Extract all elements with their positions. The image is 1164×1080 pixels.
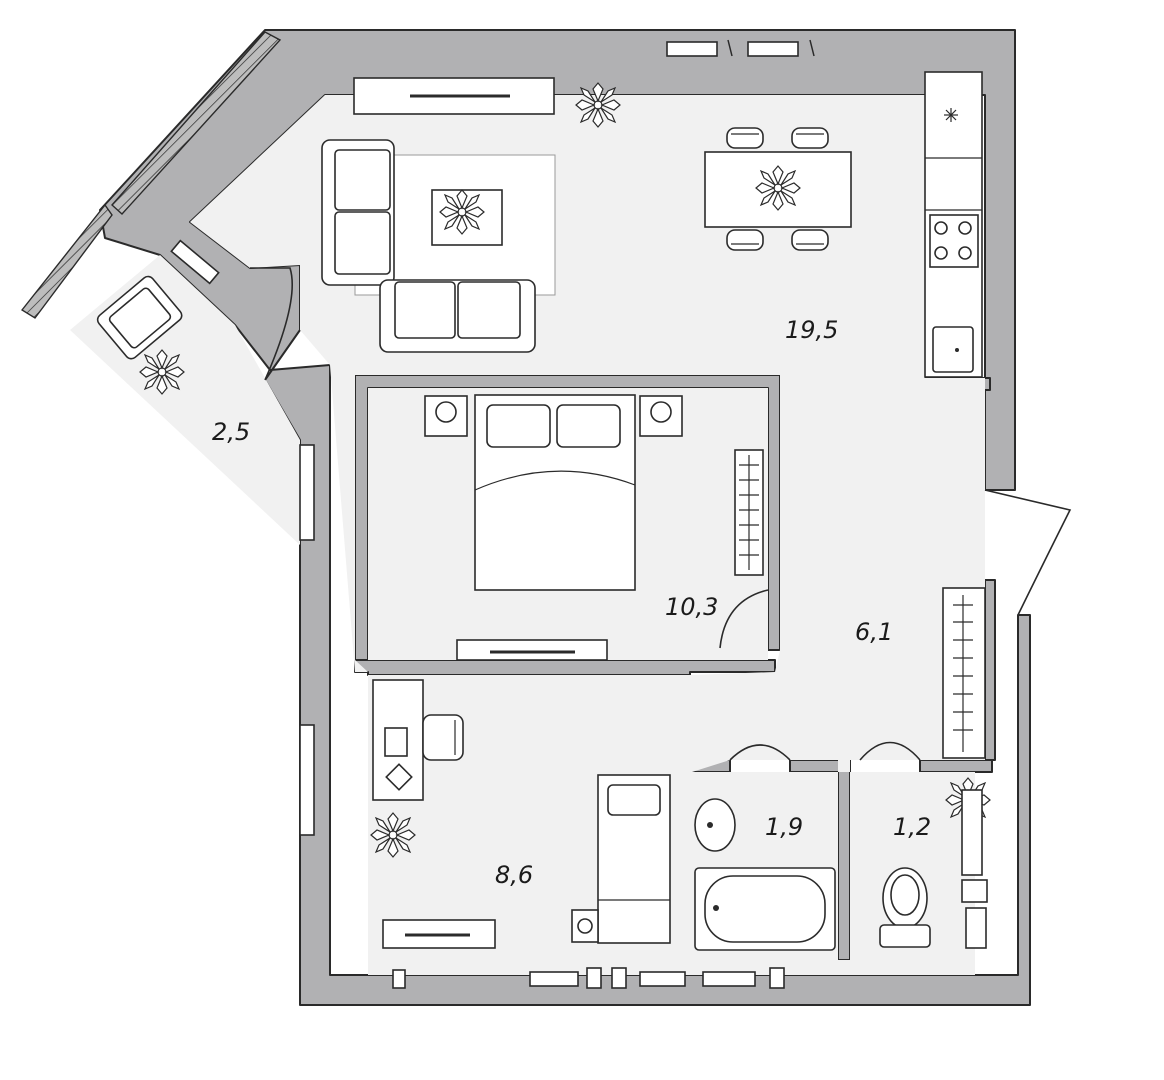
toilet-icon (879, 867, 931, 948)
bathtub-icon (694, 867, 836, 951)
doors (250, 267, 1072, 761)
plant-icon (575, 82, 621, 128)
area-label-bedroom: 10,3 (665, 593, 718, 621)
hallway-wardrobe (942, 587, 986, 759)
area-label-living: 19,5 (785, 316, 838, 344)
armchair-icon (96, 275, 183, 360)
desk-chair (422, 714, 464, 761)
window-top-2 (747, 41, 799, 57)
bed-icon (474, 394, 636, 591)
area-label-balcony: 2,5 (212, 418, 250, 446)
washer (965, 907, 987, 949)
sink-icon (932, 326, 974, 373)
window-bottom-2 (639, 971, 686, 987)
door-toilet (859, 741, 921, 761)
fridge-icon (944, 108, 958, 122)
area-label-hallway: 6,1 (855, 618, 893, 646)
study-furniture (370, 679, 671, 949)
bathroom-fixtures (694, 798, 836, 951)
laptop-icon (384, 727, 408, 757)
door-entrance (984, 489, 1072, 616)
plant-icon (139, 349, 185, 395)
windows (170, 41, 799, 987)
window-balcony (170, 239, 220, 285)
radiator-icon (734, 449, 764, 576)
sink-icon (694, 798, 736, 852)
single-bed-icon (597, 774, 671, 944)
area-label-bathroom: 1,9 (765, 813, 803, 841)
bedroom-wardrobe (456, 639, 608, 661)
plant-icon (439, 189, 485, 235)
living-furniture (321, 71, 983, 378)
door-bedroom (719, 589, 769, 649)
area-label-toilet: 1,2 (893, 813, 931, 841)
door-balcony (250, 267, 293, 381)
hallway-furniture (942, 587, 986, 759)
window-bottom-3 (702, 971, 756, 987)
area-label-study: 8,6 (495, 861, 533, 889)
dining-table-icon (704, 127, 852, 251)
window-left-bedroom (299, 444, 315, 541)
window-marks (392, 39, 815, 989)
room-labels: 19,5 2,5 10,3 6,1 8,6 1,9 1,2 (212, 316, 931, 889)
towel-dryer (961, 879, 988, 903)
bedroom-furniture (424, 394, 764, 661)
window-bottom-1 (529, 971, 579, 987)
window-left-study (299, 724, 315, 836)
door-bathroom (729, 744, 791, 761)
window-top-1 (666, 41, 718, 57)
sofa-icon (321, 139, 536, 353)
shelf (961, 789, 983, 876)
plant-icon (370, 812, 416, 858)
toilet-fixtures (879, 777, 991, 949)
